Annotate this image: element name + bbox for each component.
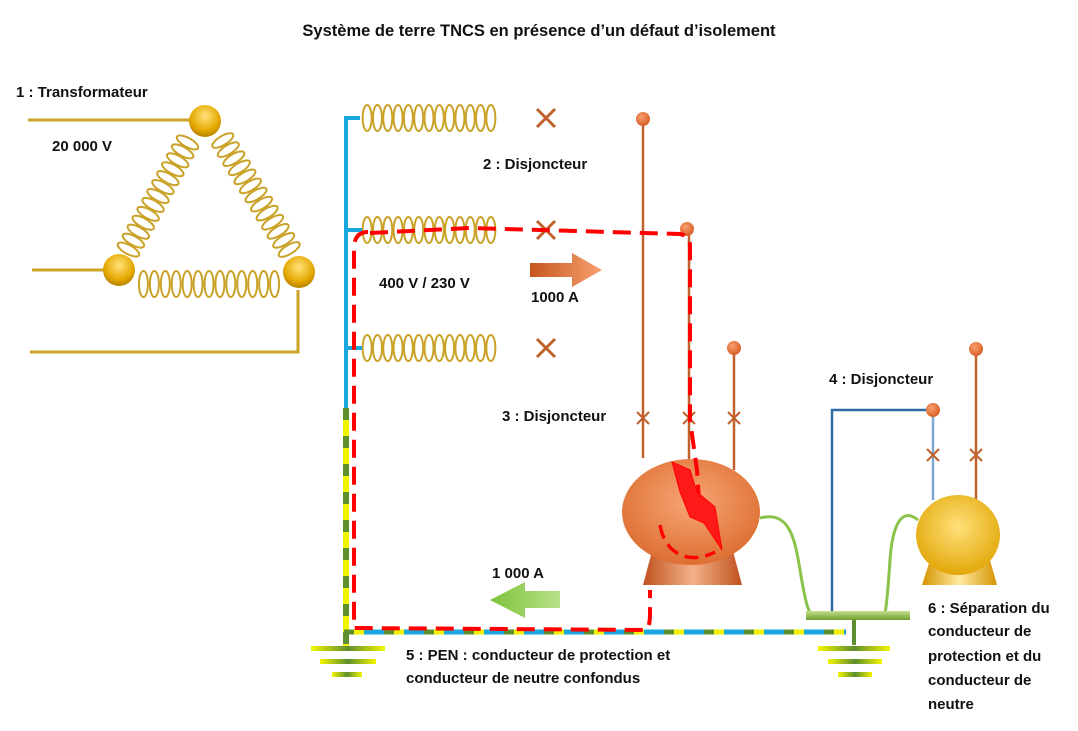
coil-delta-right xyxy=(211,132,301,258)
cross-mark-icon xyxy=(636,411,650,425)
label-sep-line4: conducteur de xyxy=(928,672,1032,689)
motor-a-pe-wire xyxy=(759,515,814,617)
label-fault-current-out: 1000 A xyxy=(531,289,579,306)
cross-mark-icon xyxy=(926,448,940,462)
delta-node-right xyxy=(283,256,315,288)
coil-secondary-l1 xyxy=(361,104,497,132)
fault-path-return xyxy=(352,230,652,633)
label-disjoncteur-4: 4 : Disjoncteur xyxy=(829,371,934,388)
label-sep-line3: protection et du xyxy=(928,648,1042,665)
delta-windings xyxy=(116,132,301,298)
label-disjoncteur-3: 3 : Disjoncteur xyxy=(502,408,607,425)
arrow-left-icon xyxy=(490,582,560,618)
neutral-vertical xyxy=(344,116,360,410)
label-fault-current-return: 1 000 A xyxy=(492,565,544,582)
label-lv-voltage: 400 V / 230 V xyxy=(379,275,470,292)
tap-node-b-neutral xyxy=(926,403,940,417)
label-disjoncteur-2: 2 : Disjoncteur xyxy=(483,156,588,173)
fault-path-out xyxy=(369,225,702,516)
separation-bar xyxy=(806,611,910,645)
delta-node-top xyxy=(189,105,221,137)
coil-delta-left xyxy=(116,134,200,258)
label-sep-line1: 6 : Séparation du xyxy=(928,600,1050,617)
motor-b-pe-wire xyxy=(883,514,919,615)
earth-ground-icon xyxy=(818,646,890,677)
tap-node-b3 xyxy=(969,342,983,356)
coil-secondary-l3 xyxy=(361,334,497,362)
label-transformateur: 1 : Transformateur xyxy=(16,84,148,101)
cross-mark-icon xyxy=(535,107,557,129)
neutral-to-motor-b xyxy=(830,408,933,612)
transformer-primary xyxy=(28,105,315,354)
cross-mark-icon xyxy=(727,411,741,425)
diagram-title: Système de terre TNCS en présence d’un d… xyxy=(302,22,776,40)
cross-mark-icon xyxy=(969,448,983,462)
lightning-bolt-icon xyxy=(671,461,723,551)
tap-node-a3 xyxy=(727,341,741,355)
hv-line-3 xyxy=(30,290,300,354)
label-pen-line2: conducteur de neutre confondus xyxy=(406,670,641,687)
transformer-secondary xyxy=(344,104,497,410)
delta-node-left xyxy=(103,254,135,286)
motor-b-body xyxy=(916,495,1000,575)
coil-delta-bottom xyxy=(137,270,281,298)
cross-mark-icon xyxy=(535,337,557,359)
arrow-right-icon xyxy=(530,253,602,287)
pe-bar xyxy=(806,611,910,620)
earth-ground-icon xyxy=(311,646,385,677)
label-sep-line5: neutre xyxy=(928,696,974,713)
pen-conductor xyxy=(343,408,846,646)
phase-buses xyxy=(498,116,1015,350)
tap-node-a2 xyxy=(680,222,694,236)
motor-b xyxy=(883,495,1000,615)
label-hv-voltage: 20 000 V xyxy=(52,138,113,155)
breaker-marks xyxy=(535,107,983,462)
label-pen-line1: 5 : PEN : conducteur de protection et xyxy=(406,647,671,664)
fault-path-motor xyxy=(658,524,716,560)
tap-node-a1 xyxy=(636,112,650,126)
label-sep-line2: conducteur de xyxy=(928,623,1032,640)
